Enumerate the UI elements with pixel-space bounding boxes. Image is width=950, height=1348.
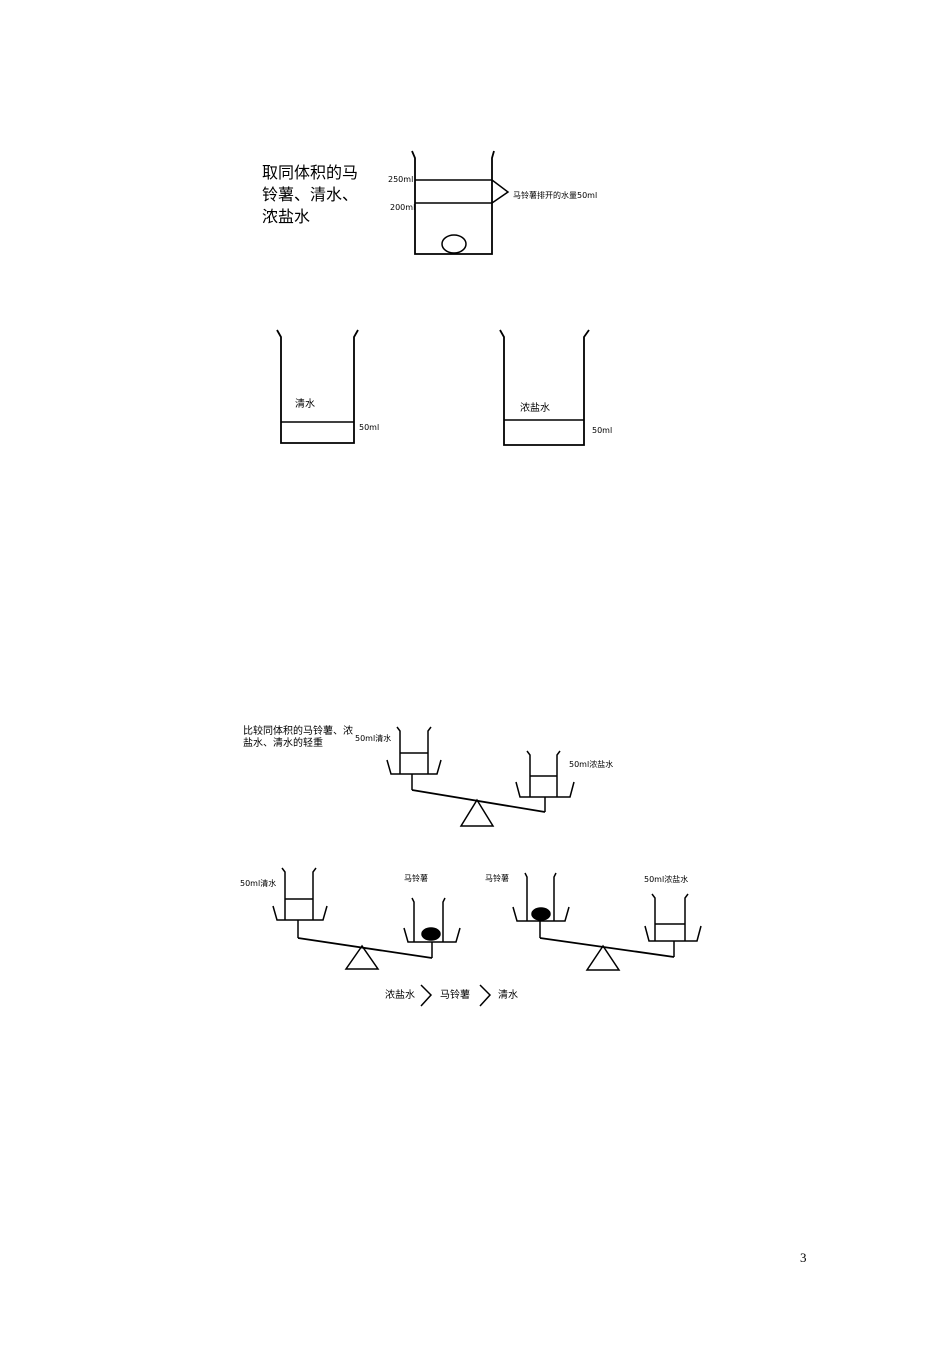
left-pan (513, 907, 569, 921)
fig5-right-label: 50ml浓盐水 (644, 874, 688, 884)
clear-water-label: 清水 (295, 397, 315, 410)
fig3-right-label: 50ml浓盐水 (569, 759, 613, 769)
brine-volume: 50ml (592, 426, 612, 435)
beaker-brine (500, 330, 589, 445)
potato (532, 908, 550, 920)
fig3-caption-line-2: 盐水、清水的轻重 (243, 736, 323, 749)
order-item-1: 浓盐水 (385, 988, 415, 1001)
balance-beam (540, 938, 674, 957)
fig5-left-label: 马铃薯 (485, 873, 509, 883)
right-pan (516, 782, 574, 797)
figure-balance-water-brine: 比较同体积的马铃薯、浓 盐水、清水的轻重 50ml清水 50ml浓盐水 (243, 724, 613, 826)
balance-fulcrum (346, 946, 378, 969)
balance-fulcrum (587, 946, 619, 970)
page-number: 3 (800, 1250, 807, 1265)
balance-beam (298, 938, 432, 958)
density-order: 浓盐水 马铃薯 清水 (385, 985, 518, 1006)
fig4-left-label: 50ml清水 (240, 878, 276, 888)
brine-label: 浓盐水 (520, 401, 550, 414)
balance-beam (412, 790, 545, 812)
potato (422, 928, 440, 940)
mark-200ml: 200ml (390, 203, 415, 212)
fig1-caption-line-1: 取同体积的马 (262, 163, 358, 182)
figure-two-beakers: 清水 50ml 浓盐水 50ml (277, 330, 612, 445)
left-pan (387, 760, 441, 774)
callout-bracket (492, 180, 508, 203)
displacement-callout: 马铃薯排开的水量50ml (513, 190, 597, 200)
measuring-beaker (412, 151, 494, 254)
beaker-clear-water (277, 330, 358, 443)
figure-balance-water-potato: 50ml清水 马铃薯 (240, 868, 460, 969)
mark-250ml: 250ml (388, 175, 413, 184)
fig1-caption-line-2: 铃薯、清水、 (262, 185, 358, 204)
fig3-left-label: 50ml清水 (355, 733, 391, 743)
fig3-caption-line-1: 比较同体积的马铃薯、浓 (243, 724, 353, 737)
potato-in-beaker (442, 235, 466, 253)
order-item-3: 清水 (498, 988, 518, 1001)
fig1-caption-line-3: 浓盐水 (262, 207, 310, 226)
right-pan (645, 926, 701, 941)
clear-water-volume: 50ml (359, 423, 379, 432)
greater-than-2 (480, 985, 490, 1006)
figure-balance-potato-brine: 马铃薯 50ml浓盐水 (485, 873, 701, 970)
figure-displacement: 取同体积的马 铃薯、清水、 浓盐水 250ml 200ml 马铃薯排开的水量50… (262, 151, 597, 254)
left-pan (273, 906, 327, 920)
greater-than-1 (421, 985, 431, 1006)
balance-fulcrum (461, 800, 493, 826)
order-item-2: 马铃薯 (440, 988, 470, 1001)
fig4-right-label: 马铃薯 (404, 873, 428, 883)
